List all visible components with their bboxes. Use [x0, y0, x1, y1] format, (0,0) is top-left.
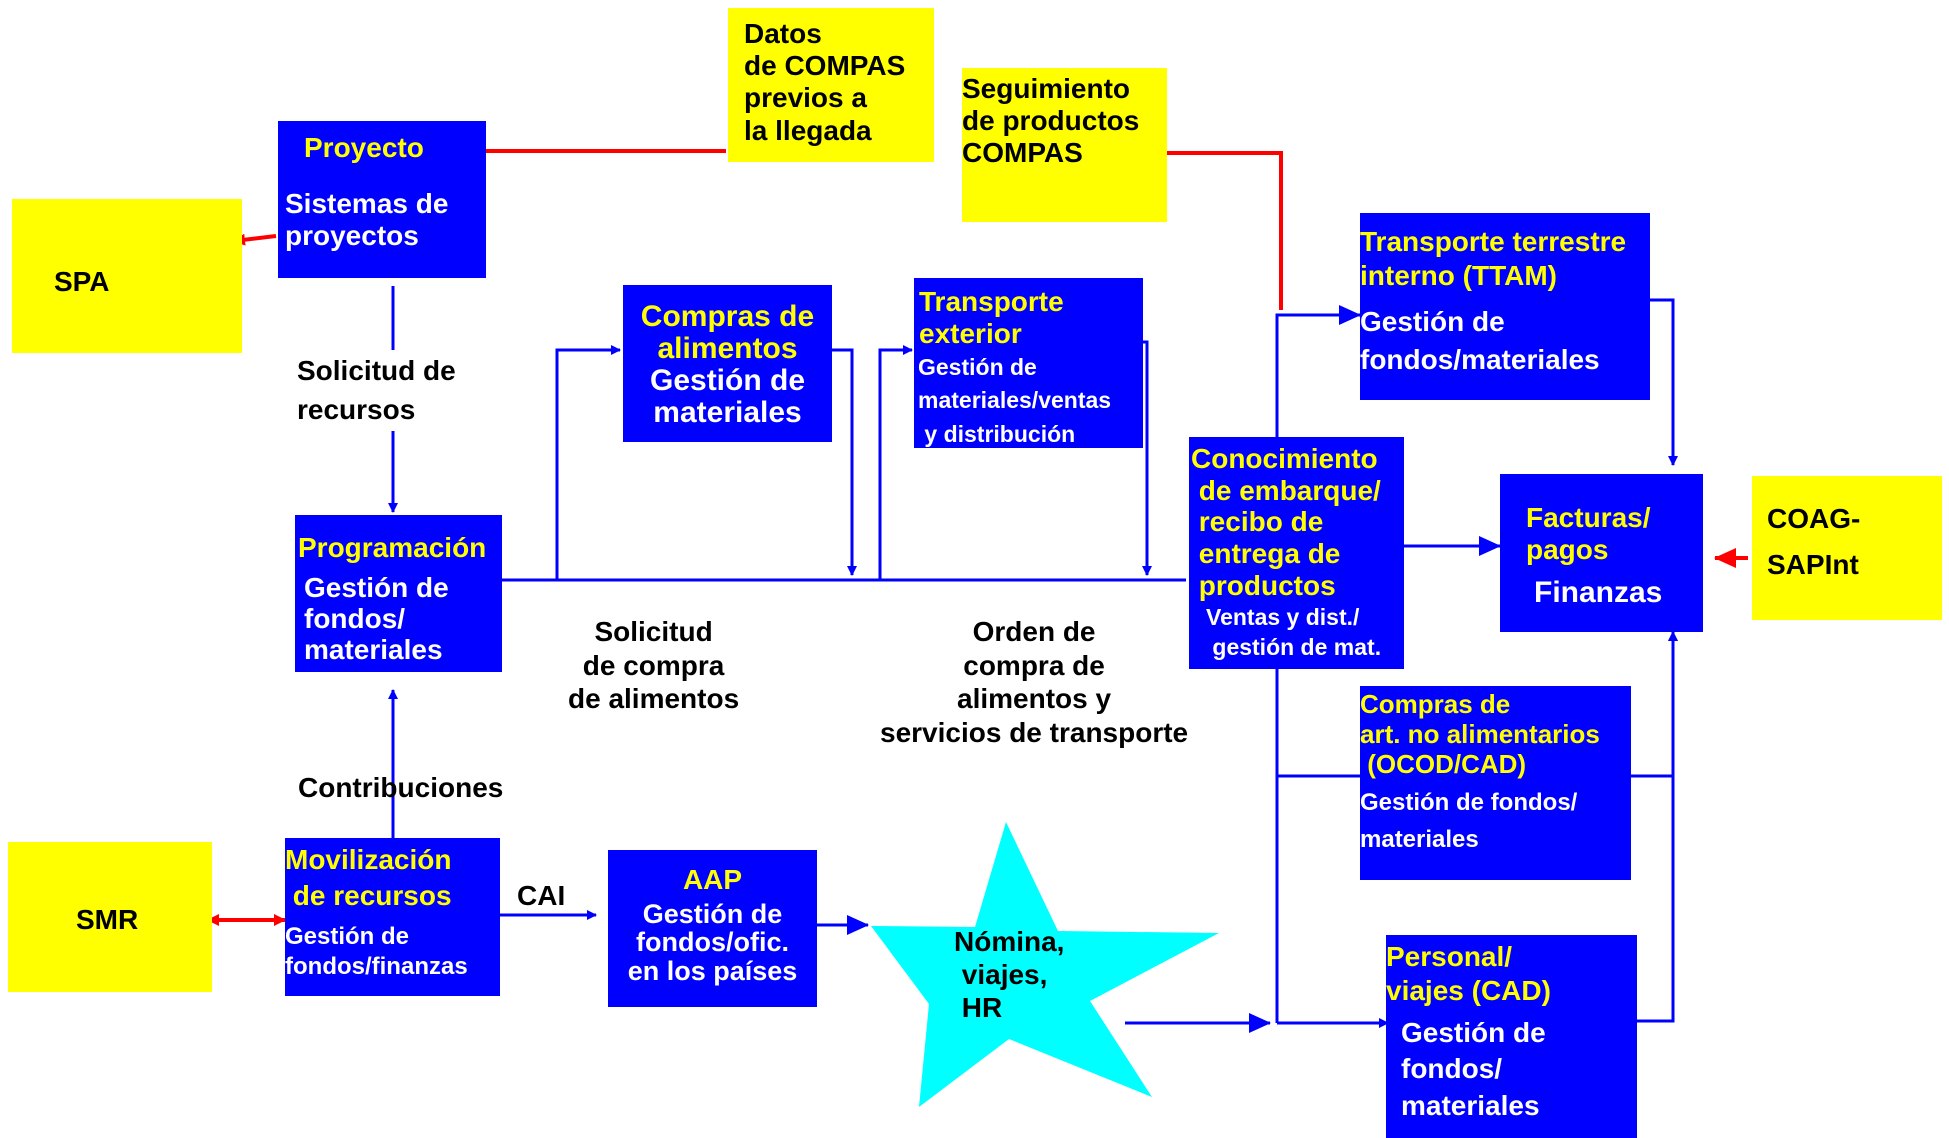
programacion-box: Programación Gestión de fondos/ material…	[295, 515, 502, 672]
datos-compas-box: Datos de COMPAS previos a la llegada	[728, 8, 934, 162]
transporte-exterior-title: Transporte exterior	[919, 286, 1064, 350]
link-compras-flow	[832, 348, 857, 576]
proyecto-title: Proyecto	[304, 132, 424, 163]
compras-no-alimentarios-box: Compras de art. no alimentarios (OCOD/CA…	[1360, 686, 1631, 880]
movilizacion-body: Gestión de fondos/finanzas	[285, 923, 468, 980]
link-flow-transporte	[878, 345, 913, 580]
facturas-body: Finanzas	[1534, 576, 1663, 609]
conocimiento-body: Ventas y dist./ gestión de mat.	[1206, 604, 1382, 660]
compras-alimentos-body: Gestión de materiales	[649, 364, 806, 429]
compras-no-alimentarios-body: Gestión de fondos/ materiales	[1360, 789, 1578, 854]
cai-label: CAI	[517, 880, 566, 911]
compras-alimentos-title: Compras de alimentos	[640, 300, 815, 365]
link-ttam-facturas	[1650, 298, 1678, 466]
ttam-title: Transporte terrestre interno (TTAM)	[1360, 226, 1627, 291]
link-trunk-ttam	[1275, 305, 1361, 437]
facturas-title: Facturas/ pagos	[1526, 502, 1651, 566]
programacion-body: Gestión de fondos/ materiales	[304, 572, 449, 665]
personal-title: Personal/ viajes (CAD)	[1386, 941, 1551, 1006]
coag-text: COAG- SAPInt	[1767, 503, 1861, 581]
proyecto-body: Sistemas de proyectos	[285, 188, 449, 252]
seguimiento-text: Seguimiento de productos COMPAS	[962, 73, 1140, 169]
smr-box: SMR	[8, 842, 212, 992]
spa-box: SPA	[12, 199, 242, 353]
link-transporte-flow	[1142, 340, 1152, 576]
personal-box: Personal/ viajes (CAD) Gestión de fondos…	[1386, 935, 1637, 1138]
ttam-body: Gestión de fondos/materiales	[1360, 306, 1600, 375]
link-flow-compras	[555, 345, 621, 580]
link-noalim-facturas	[1631, 631, 1678, 778]
solicitud-compra-label: Solicitud de compra de alimentos	[568, 616, 740, 715]
movilizacion-title: Movilización de recursos	[285, 844, 452, 912]
aap-box: AAP Gestión de fondos/ofic. en los paíse…	[608, 850, 817, 1007]
spa-text: SPA	[54, 266, 110, 297]
nomina-star-shape	[871, 822, 1219, 1107]
solicitud-recursos-label: Solicitud de recursos	[297, 350, 460, 432]
conocimiento-title: Conocimiento de embarque/ recibo de entr…	[1191, 443, 1381, 601]
link-personal-facturas	[1634, 631, 1678, 1023]
personal-body: Gestión de fondos/ materiales	[1401, 1017, 1546, 1121]
compras-alimentos-box: Compras de alimentos Gestión de material…	[623, 285, 832, 442]
smr-text: SMR	[76, 904, 139, 935]
coag-box: COAG- SAPInt	[1752, 476, 1942, 620]
programacion-title: Programación	[298, 532, 487, 563]
ttam-box: Transporte terrestre interno (TTAM) Gest…	[1360, 213, 1650, 400]
compras-no-alimentarios-title: Compras de art. no alimentarios (OCOD/CA…	[1360, 689, 1600, 779]
contribuciones-label: Contribuciones	[298, 772, 504, 803]
proyecto-box: Proyecto Sistemas de proyectos	[278, 121, 486, 278]
aap-title: AAP	[682, 864, 743, 895]
facturas-box: Facturas/ pagos Finanzas	[1500, 474, 1703, 632]
transporte-exterior-body: Gestión de materiales/ventas y distribuc…	[918, 354, 1112, 447]
transporte-exterior-box: Transporte exterior Gestión de materiale…	[914, 278, 1143, 448]
datos-compas-text: Datos de COMPAS previos a la llegada	[744, 18, 906, 146]
orden-compra-label: Orden de compra de alimentos y servicios…	[880, 616, 1189, 748]
conocimiento-box: Conocimiento de embarque/ recibo de entr…	[1189, 437, 1404, 669]
movilizacion-box: Movilización de recursos Gestión de fond…	[285, 838, 500, 996]
aap-body: Gestión de fondos/ofic. en los países	[627, 899, 798, 986]
seguimiento-box: Seguimiento de productos COMPAS	[962, 68, 1167, 222]
nomina-star-text: Nómina, viajes, HR	[954, 926, 1065, 1024]
